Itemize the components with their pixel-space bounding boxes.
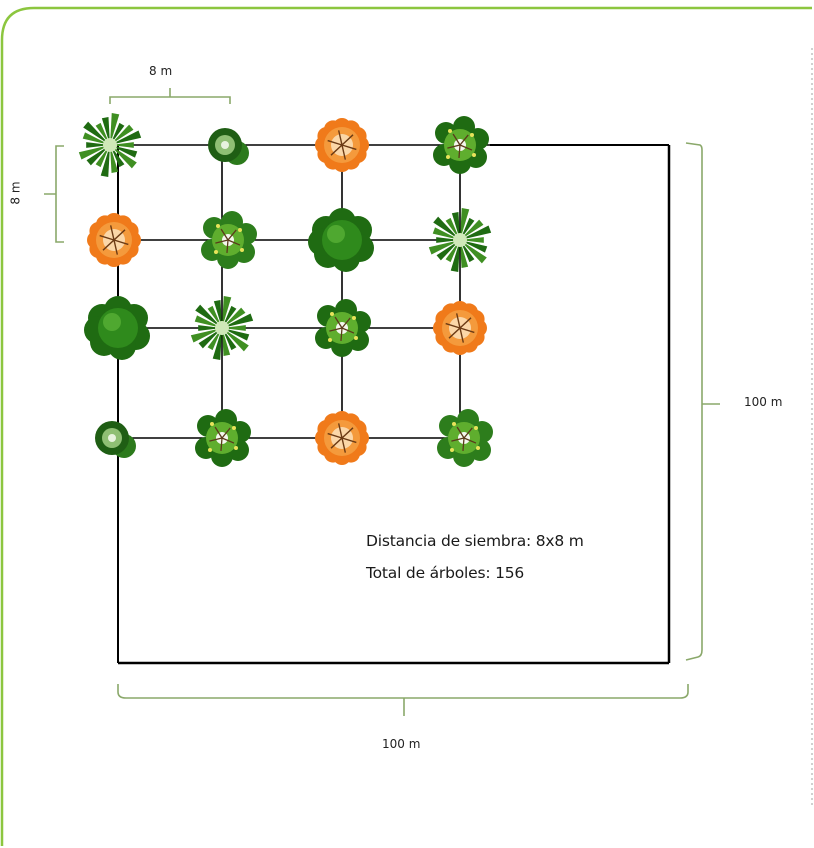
right-bracket xyxy=(685,142,720,661)
leafy-tree-light-icon xyxy=(437,409,493,467)
round-shrub-icon xyxy=(95,421,136,458)
left-bracket xyxy=(44,145,64,243)
palm-tree-icon xyxy=(190,296,254,360)
orange-flowering-tree-icon xyxy=(433,301,487,355)
broadleaf-tree-icon xyxy=(84,296,150,360)
left-spacing-label: 8 m xyxy=(8,181,23,205)
brackets xyxy=(44,88,720,716)
orange-flowering-tree-icon xyxy=(315,411,369,465)
grid-lines xyxy=(118,144,490,439)
broadleaf-tree-icon xyxy=(308,208,374,272)
top-bracket xyxy=(109,88,231,104)
orange-flowering-tree-icon xyxy=(87,213,141,267)
outer-frame xyxy=(0,6,812,846)
leafy-tree-icon xyxy=(433,116,489,174)
tree-total-text: Total de árboles: 156 xyxy=(366,564,525,582)
leafy-tree-light-icon xyxy=(201,211,257,269)
palm-tree-icon xyxy=(428,208,492,272)
planting-distance-text: Distancia de siembra: 8x8 m xyxy=(366,532,584,550)
leafy-tree-icon xyxy=(195,409,251,467)
round-shrub-icon xyxy=(208,128,249,165)
palm-tree-icon xyxy=(78,113,142,177)
bottom-length-label: 100 m xyxy=(382,737,421,751)
tree-grid xyxy=(78,113,493,467)
orange-flowering-tree-icon xyxy=(315,118,369,172)
top-spacing-label: 8 m xyxy=(149,64,173,78)
right-length-label: 100 m xyxy=(744,395,783,409)
bottom-bracket xyxy=(117,684,689,716)
leafy-tree-icon xyxy=(315,299,371,357)
